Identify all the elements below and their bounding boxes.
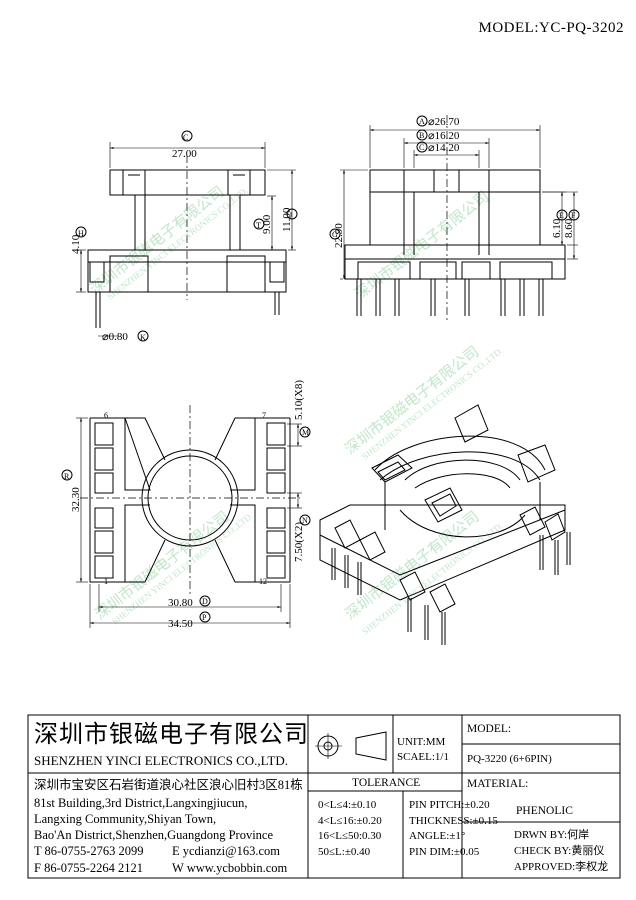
balloon-c: C: [419, 143, 424, 152]
watermark-en-4: SHENZHEN YINCI ELECTRONICS CO.,LTD.: [360, 520, 505, 636]
watermark-en-2: SHENZHEN YINCI ELECTRONICS CO.,LTD.: [360, 345, 505, 461]
balloon-c-front: C: [183, 133, 188, 142]
dim-16-20-label: ⌀16.20: [428, 130, 460, 142]
dim-32-30-label: 32.30: [70, 487, 82, 512]
pin-6-label: 6: [104, 411, 108, 420]
check-by: CHECK BY:黄丽仪: [514, 845, 605, 857]
dim-34-50-label: 34.50: [168, 618, 193, 630]
dim-9-label: 9.00: [261, 214, 273, 234]
contact-web: W www.ycbobbin.com: [172, 861, 288, 875]
balloon-n: N: [302, 516, 308, 525]
watermark-cn-4: 深圳市银磁电子有限公司: [342, 508, 483, 623]
watermark-cn-2: 深圳市银磁电子有限公司: [342, 343, 483, 458]
header-model: MODEL:YC-PQ-3202: [478, 20, 624, 36]
balloon-t: T: [256, 221, 261, 230]
dim-11-label: 11.00: [281, 207, 293, 232]
company-name-en: SHENZHEN YINCI ELECTRONICS CO.,LTD.: [34, 753, 288, 768]
dim-5-10-label: 5.10(X8): [293, 380, 305, 420]
balloon-b: B: [419, 131, 424, 140]
side-view-labels: ⌀26.70 ⌀16.20 ⌀14.20 22.90 6.10 8.60 A B…: [332, 116, 576, 248]
pin-1-label: 1: [104, 577, 108, 586]
dim-8-60-label: 8.60: [563, 218, 575, 238]
side-view: [329, 115, 580, 322]
model-label: MODEL:: [467, 723, 512, 735]
scale-label: SCAEL:1/1: [397, 751, 449, 763]
contact-fax: F 86-0755-2264 2121: [34, 861, 144, 875]
contact-email: E ycdianzi@163.com: [172, 844, 281, 858]
bottom-view-labels: 6 7 1 12 32.30 30.80 34.50 5.10(X8) 7.50…: [64, 380, 309, 630]
balloon-j: J: [289, 211, 292, 220]
pin-12-label: 12: [259, 577, 267, 586]
balloon-k: K: [140, 333, 146, 342]
balloon-h: H: [78, 229, 84, 238]
dim-14-20-label: ⌀14.20: [428, 142, 460, 154]
watermark-en-3: SHENZHEN YINCI ELECTRONICS CO.,LTD.: [110, 510, 255, 626]
isometric-view: [319, 404, 571, 645]
dim-27-label: 27.00: [172, 148, 197, 160]
tolerance-4: 50≤L:±0.40: [318, 846, 371, 858]
dim-pin-dia-label: ⌀0.80: [102, 331, 128, 343]
company-name-cn: 深圳市银磁电子有限公司: [34, 720, 309, 748]
address-en-line1: 81st Building,3rd District,Langxingjiucu…: [34, 796, 248, 810]
tolerance-1: 0<L≤4:±0.10: [318, 799, 377, 811]
balloon-m: M: [302, 428, 309, 437]
dim-30-80-label: 30.80: [168, 597, 193, 609]
material-value: PHENOLIC: [516, 805, 573, 817]
tolerance-title: TOLERANCE: [352, 777, 421, 789]
approved-by: APPROVED:李权龙: [514, 861, 609, 873]
dim-26-70-label: ⌀26.70: [428, 116, 460, 128]
dim-22-90-label: 22.90: [333, 223, 345, 248]
balloon-f: F: [571, 211, 576, 220]
address-cn: 深圳市宝安区石岩街道浪心社区浪心旧村3区81栋: [34, 778, 303, 792]
address-en-line3: Bao'An District,Shenzhen,Guangdong Provi…: [34, 828, 274, 842]
dim-7-50-label: 7.50(X2): [293, 522, 305, 562]
address-en-line2: Langxing Community,Shiyan Town,: [34, 812, 217, 826]
pin-pitch-tolerance: PIN PITCH:±0.20: [409, 799, 490, 811]
title-block-frame: [27, 714, 621, 879]
pin-dim-tolerance: PIN DIM:±0.05: [409, 846, 480, 858]
front-view-labels: 27.00 9.00 11.00 4.10 ⌀0.80 C T J H K: [70, 133, 293, 343]
balloon-d: D: [202, 597, 208, 606]
front-view: [75, 130, 298, 342]
balloon-e: E: [559, 211, 564, 220]
material-label: MATERIAL:: [467, 778, 529, 790]
bottom-view: [61, 405, 311, 628]
watermark-cn-1: 深圳市银磁电子有限公司: [87, 183, 228, 298]
pin-7-label: 7: [262, 411, 266, 420]
angle-tolerance: ANGLE:±1°: [409, 830, 466, 842]
tolerance-3: 16<L≤50:0.30: [318, 830, 382, 842]
thickness-tolerance: THICKNESS:±0.15: [409, 815, 498, 827]
balloon-p: P: [202, 613, 207, 622]
balloon-r: R: [64, 472, 70, 481]
unit-label: UNIT:MM: [397, 736, 446, 748]
contact-tel: T 86-0755-2763 2099: [34, 844, 144, 858]
watermark-cn-5: 深圳市银磁电子有限公司: [352, 188, 493, 303]
dim-4-10-label: 4.10: [70, 234, 82, 254]
dim-6-10-label: 6.10: [551, 218, 563, 238]
balloon-a: A: [419, 117, 425, 126]
balloon-g: G: [332, 230, 338, 239]
tolerance-2: 4<L≤16:±0.20: [318, 815, 382, 827]
drawn-by: DRWN BY:何岸: [514, 829, 590, 841]
model-value: PQ-3220 (6+6PIN): [467, 753, 552, 765]
watermark-en-1: SHENZHEN YINCI ELECTRONICS CO.,LTD.: [105, 185, 250, 301]
